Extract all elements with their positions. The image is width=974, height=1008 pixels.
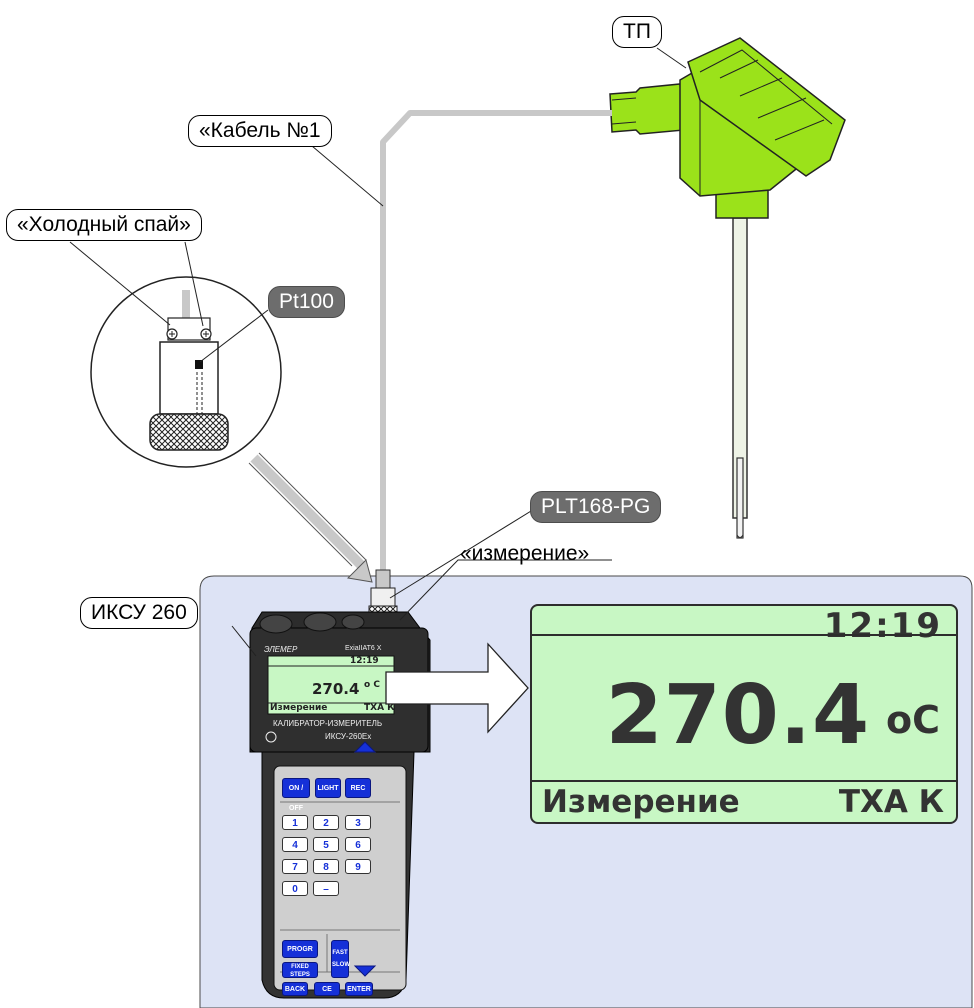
tp-label: ТП [612, 16, 662, 48]
ex-marking: ExiaIIAT6 X [345, 645, 382, 652]
fixed-steps-key[interactable]: FIXED STEPS [282, 962, 318, 978]
digit-key-3[interactable]: 3 [345, 815, 371, 830]
measurement-port-label: «измерение» [460, 542, 590, 565]
small-screen-mode: Измерение [270, 703, 328, 713]
small-screen-value: 270.4 [312, 680, 360, 698]
display-bottom-rule [532, 780, 956, 782]
fast-slow-key[interactable]: FAST SLOW [331, 940, 350, 978]
display-thermocouple-type: ТХА К [838, 784, 944, 820]
digit-key-2[interactable]: 2 [313, 815, 339, 830]
light-key[interactable]: LIGHT [315, 778, 341, 798]
display-unit: oC [886, 698, 940, 742]
cold-junction-label: «Холодный спай» [6, 209, 202, 241]
device-model-label: ИКСУ 260 [80, 597, 198, 629]
progr-key[interactable]: PROGR [282, 940, 318, 958]
device-title-line1: КАЛИБРАТОР-ИЗМЕРИТЕЛЬ [273, 719, 383, 728]
digit-key-0[interactable]: 0 [282, 881, 308, 896]
digit-key-8[interactable]: 8 [313, 859, 339, 874]
enter-key[interactable]: ENTER [345, 982, 373, 996]
cable-1 [380, 110, 612, 570]
enlarged-display: 12:19 270.4 oC Измерение ТХА К [530, 604, 958, 824]
rec-key[interactable]: REC [345, 778, 371, 798]
back-key[interactable]: BACK [282, 982, 308, 996]
display-time: 12:19 [823, 606, 942, 646]
small-screen-time: 12:19 [350, 656, 379, 666]
device-title-line2: ИКСУ-260Ex [325, 732, 372, 741]
digit-key-7[interactable]: 7 [282, 859, 308, 874]
on-off-key[interactable]: ON / OFF [282, 778, 310, 812]
digit-key-5[interactable]: 5 [313, 837, 339, 852]
display-mode: Измерение [542, 784, 740, 820]
small-screen-unit: o C [364, 680, 380, 690]
digit-key-4[interactable]: 4 [282, 837, 308, 852]
thermocouple-probe [609, 37, 846, 539]
magnifier-arrow [248, 452, 373, 583]
ce-key[interactable]: CE [314, 982, 340, 996]
display-top-rule [532, 634, 956, 636]
digit-key-6[interactable]: 6 [345, 837, 371, 852]
leader-lines [69, 47, 687, 657]
small-screen-type: ТХА К [364, 703, 395, 713]
display-zoom-arrow [385, 642, 529, 734]
brand-logo: ЭЛЕМЕР [264, 645, 298, 654]
pt100-label: Pt100 [268, 286, 345, 318]
cold-junction-magnifier [90, 276, 282, 468]
digit-key-1[interactable]: 1 [282, 815, 308, 830]
digit-key-9[interactable]: 9 [345, 859, 371, 874]
plt168-label: PLT168-PG [530, 491, 662, 523]
minus-key[interactable]: – [313, 881, 339, 896]
cable-label: «Кабель №1 [188, 115, 332, 147]
display-value: 270.4 [605, 668, 870, 763]
